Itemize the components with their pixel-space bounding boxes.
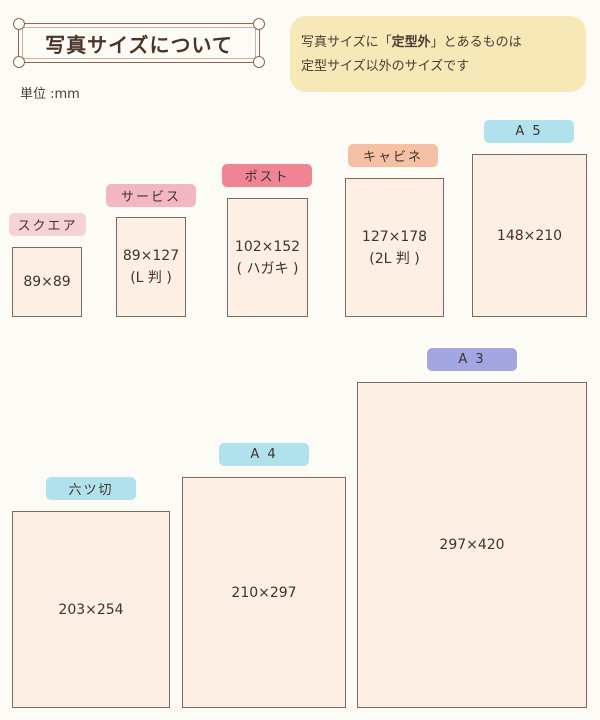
size-alias: ( ハガキ ) xyxy=(236,260,299,277)
size-card-a3: 297×420 xyxy=(357,382,587,708)
size-tag-square: スクエア xyxy=(9,213,86,236)
size-dimensions: 148×210 xyxy=(496,227,563,244)
size-tag-cabinet: キャビネ xyxy=(348,144,438,167)
size-card-post: 102×152 ( ハガキ ) xyxy=(227,198,308,317)
size-tag-a3: A 3 xyxy=(427,348,517,371)
size-card-service: 89×127 (L 判 ) xyxy=(116,217,186,317)
note-text: 写真サイズに「 xyxy=(301,35,392,50)
size-card-square: 89×89 xyxy=(12,247,82,317)
size-tag-rokutsugiri: 六ツ切 xyxy=(46,477,136,500)
unit-label: 単位 :mm xyxy=(20,87,80,102)
size-dimensions: 89×89 xyxy=(23,274,71,290)
size-dimensions: 210×297 xyxy=(231,584,297,601)
size-dimensions: 102×152 xyxy=(234,238,301,255)
frame-corner-notch xyxy=(13,18,25,30)
frame-corner-notch xyxy=(253,56,265,68)
size-card-rokutsugiri: 203×254 xyxy=(12,511,170,708)
note-text: 」とあるものは xyxy=(430,35,522,50)
size-tag-service: サービス xyxy=(106,184,196,207)
size-dimensions: 297×420 xyxy=(439,537,505,553)
note-line-1: 写真サイズに「定型外」とあるものは xyxy=(301,31,576,55)
size-alias: (L 判 ) xyxy=(130,270,172,286)
size-card-cabinet: 127×178 (2L 判 ) xyxy=(345,178,444,317)
size-dimensions: 203×254 xyxy=(58,601,124,618)
page-title: 写真サイズについて xyxy=(45,32,233,57)
note-box: 写真サイズに「定型外」とあるものは 定型サイズ以外のサイズです xyxy=(290,16,586,92)
frame-corner-notch xyxy=(253,18,265,30)
page-title-frame: 写真サイズについて xyxy=(13,18,265,68)
size-dimensions: 89×127 xyxy=(122,248,180,264)
size-tag-a5: A 5 xyxy=(484,120,574,143)
size-tag-a4: A 4 xyxy=(219,443,309,466)
frame-corner-notch xyxy=(13,56,25,68)
size-dimensions: 127×178 xyxy=(361,228,428,245)
size-card-a4: 210×297 xyxy=(182,477,346,708)
note-line-2: 定型サイズ以外のサイズです xyxy=(301,59,470,74)
size-alias: (2L 判 ) xyxy=(369,250,420,267)
size-tag-post: ポスト xyxy=(222,164,312,187)
size-card-a5: 148×210 xyxy=(472,154,587,317)
note-emphasis: 定型外 xyxy=(391,35,431,50)
